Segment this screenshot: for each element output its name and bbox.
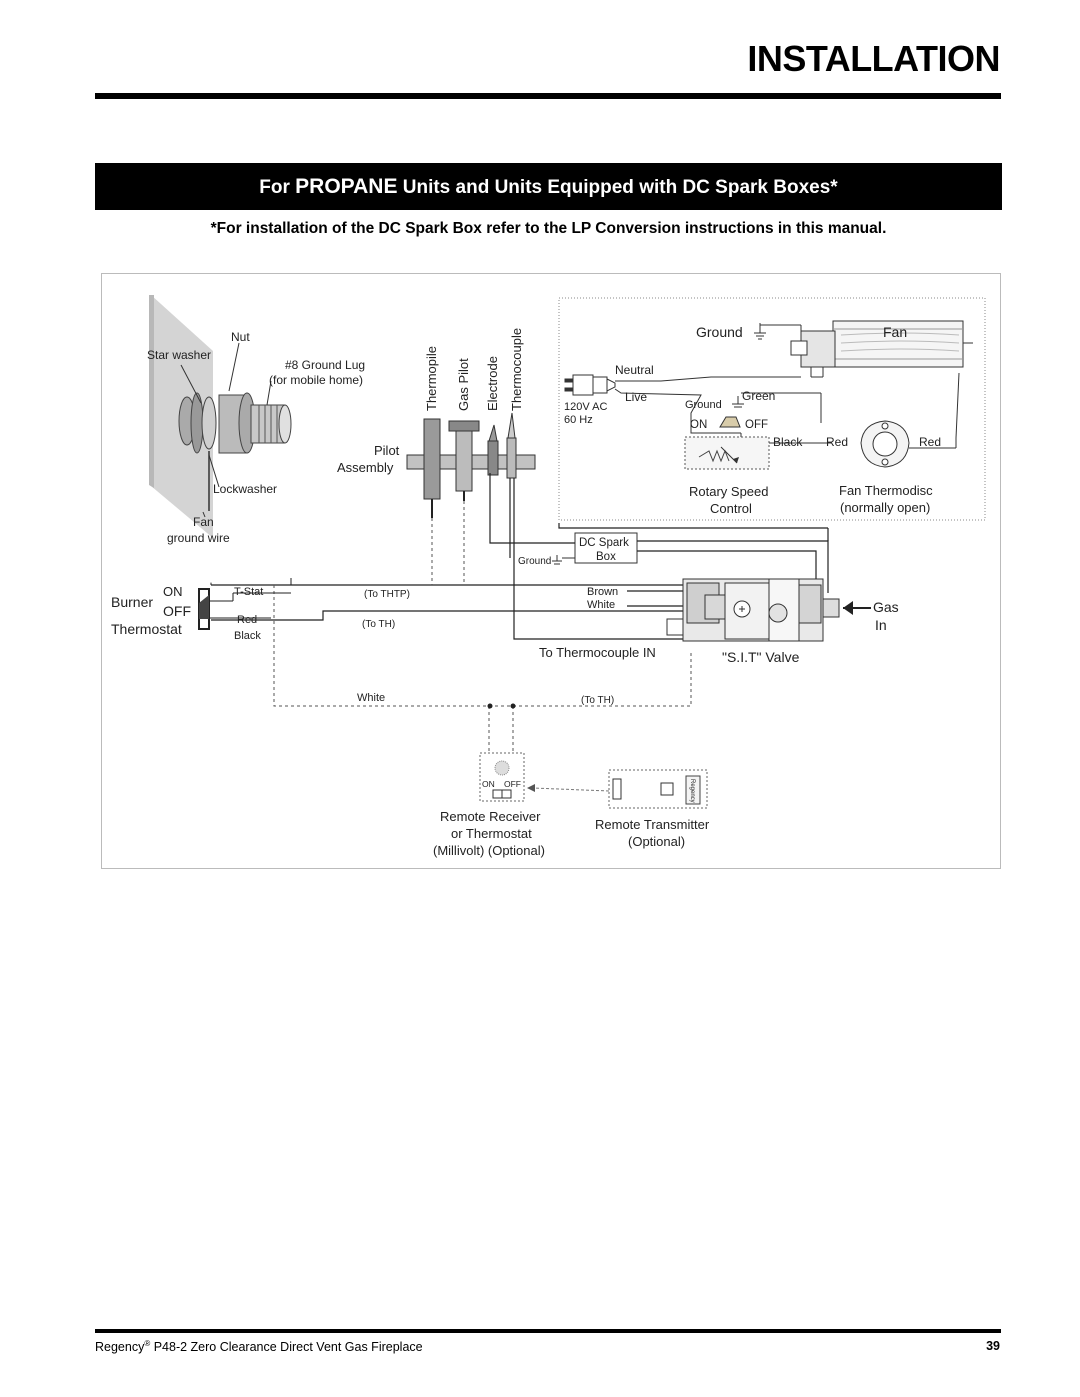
label-to-th: (To TH) xyxy=(362,619,395,630)
footer-rule xyxy=(95,1329,1001,1333)
label-dc-spark-box: Box xyxy=(596,551,616,563)
page-title: INSTALLATION xyxy=(747,38,1000,79)
label-tstat: T-Stat xyxy=(234,586,263,598)
label-ground-small: Ground xyxy=(685,399,722,411)
banner-propane: PROPANE xyxy=(295,175,398,198)
remote-transmitter: Regency xyxy=(608,769,708,809)
label-receiver-optional: (Millivolt) (Optional) xyxy=(433,843,545,858)
label-receiver-or: or Thermostat xyxy=(451,826,532,841)
label-receiver-off: OFF xyxy=(504,779,521,789)
label-black-wire: Black xyxy=(234,630,261,642)
label-thermodisc: Fan Thermodisc xyxy=(839,483,933,498)
label-brown: Brown xyxy=(587,586,618,598)
label-ground-top: Ground xyxy=(696,324,743,340)
label-fan-ground: Fan xyxy=(193,515,214,529)
label-neutral: Neutral xyxy=(615,363,654,377)
label-ground-lug-sub: (for mobile home) xyxy=(269,373,363,387)
wiring-diagram: Nut Star washer #8 Ground Lug (for mobil… xyxy=(101,273,1001,869)
label-white-bottom: White xyxy=(357,692,385,704)
label-receiver: Remote Receiver xyxy=(440,809,541,824)
label-to-thtp: (To THTP) xyxy=(364,589,410,600)
label-dc-spark: DC Spark xyxy=(579,537,629,549)
rotary-speed-control xyxy=(684,436,831,470)
label-red-2: Red xyxy=(919,435,941,449)
burner-switch xyxy=(198,588,291,630)
label-transmitter: Remote Transmitter xyxy=(595,817,710,832)
page-number: 39 xyxy=(986,1339,1000,1353)
label-star-washer: Star washer xyxy=(147,348,211,362)
label-live: Live xyxy=(625,390,647,404)
label-thermodisc-sub: (normally open) xyxy=(840,500,930,515)
rocker-switch xyxy=(719,416,741,428)
label-on: ON xyxy=(690,419,707,431)
label-sit-valve: "S.I.T" Valve xyxy=(722,649,800,665)
fan-motor xyxy=(790,320,973,378)
label-white-wire: White xyxy=(587,599,615,611)
label-ground-lug: #8 Ground Lug xyxy=(285,358,365,372)
remote-receiver xyxy=(479,752,525,802)
fan-control-box xyxy=(558,297,986,521)
label-black: Black xyxy=(773,435,803,449)
label-receiver-on: ON xyxy=(482,779,495,789)
label-gas-in: In xyxy=(875,617,887,633)
title-rule xyxy=(95,93,1001,99)
label-off: OFF xyxy=(745,419,768,431)
footer-model: P48-2 Zero Clearance Direct Vent Gas Fir… xyxy=(150,1340,423,1355)
label-electrode: Electrode xyxy=(485,356,500,411)
label-60hz: 60 Hz xyxy=(564,414,593,426)
label-burner-off: OFF xyxy=(163,603,191,619)
fan-thermodisc xyxy=(860,372,960,468)
label-burner: Burner xyxy=(111,594,153,610)
label-to-th-bottom: (To TH) xyxy=(581,695,614,706)
label-ground-dc: Ground xyxy=(518,556,551,567)
label-fan-ground-sub: ground wire xyxy=(167,531,230,545)
banner-post: Units and Units Equipped with DC Spark B… xyxy=(397,177,838,198)
label-gas-pilot: Gas Pilot xyxy=(456,358,471,411)
ground-lug-illustration xyxy=(149,295,292,538)
label-to-thermocouple: To Thermocouple IN xyxy=(539,645,656,660)
label-red: Red xyxy=(826,435,848,449)
transmitter-brand: Regency xyxy=(689,779,695,803)
section-banner: For PROPANE Units and Units Equipped wit… xyxy=(95,163,1002,210)
label-thermostat: Thermostat xyxy=(111,621,182,637)
footer-brand: Regency xyxy=(95,1340,145,1355)
sit-valve xyxy=(666,578,840,642)
label-fan: Fan xyxy=(883,324,907,340)
label-green: Green xyxy=(742,389,775,403)
label-nut: Nut xyxy=(231,330,250,344)
pilot-assembly: Thermopile Gas Pilot Electrode Thermocou… xyxy=(406,328,536,518)
label-thermocouple: Thermocouple xyxy=(509,328,524,411)
label-pilot: Pilot xyxy=(374,443,400,458)
footer-product: Regency® P48-2 Zero Clearance Direct Ven… xyxy=(95,1339,423,1354)
label-gas: Gas xyxy=(873,599,899,615)
label-lockwasher: Lockwasher xyxy=(213,482,277,496)
label-rotary: Rotary Speed xyxy=(689,484,769,499)
label-thermopile: Thermopile xyxy=(424,346,439,411)
power-plug xyxy=(564,374,616,396)
label-red-wire: Red xyxy=(237,614,257,626)
label-burner-on: ON xyxy=(163,584,183,599)
banner-pre: For xyxy=(259,177,296,198)
label-120v: 120V AC xyxy=(564,401,607,413)
dc-spark-box xyxy=(574,532,638,564)
installation-note: *For installation of the DC Spark Box re… xyxy=(210,220,887,237)
label-transmitter-optional: (Optional) xyxy=(628,834,685,849)
footer-registered: ® xyxy=(144,1339,151,1348)
label-rotary-control: Control xyxy=(710,501,752,516)
label-pilot-assembly: Assembly xyxy=(337,460,394,475)
